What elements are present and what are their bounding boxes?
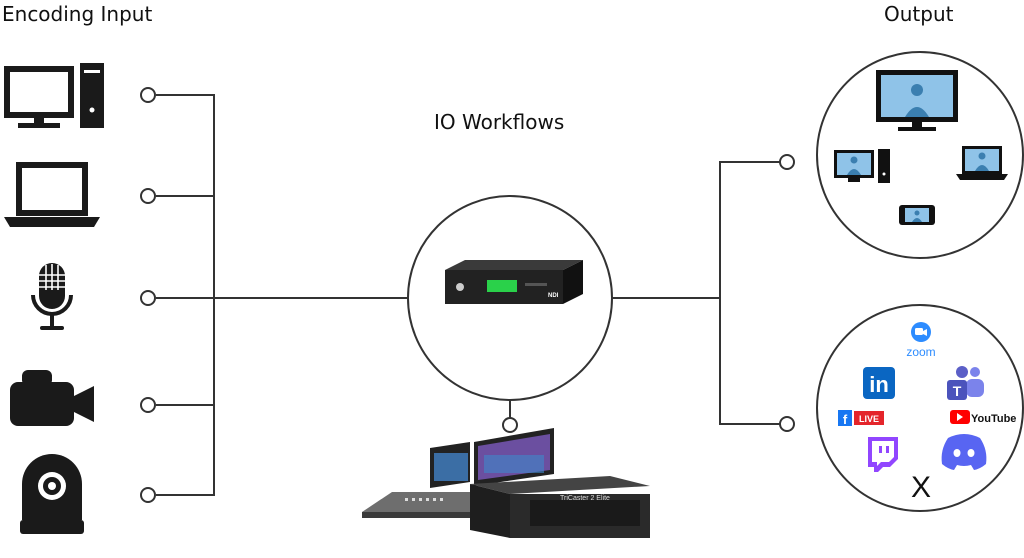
output-phone-icon (899, 205, 935, 225)
video-camera-icon (10, 370, 94, 426)
input-bus-line (156, 94, 215, 496)
x-icon: X (911, 471, 931, 504)
linkedin-label: in (869, 372, 889, 397)
x-label: X (911, 471, 931, 504)
ptz-camera-icon (20, 454, 84, 534)
output-laptop-icon (956, 146, 1008, 180)
zoom-label: zoom (906, 345, 935, 359)
live-label: LIVE (859, 414, 879, 424)
output-desktop-icon (834, 149, 890, 183)
connector-nodes (140, 87, 795, 503)
linkedin-icon: in (863, 367, 895, 399)
output-title: Output (884, 2, 954, 26)
zoom-icon: zoom (906, 322, 936, 359)
desktop-computer-icon (4, 63, 104, 128)
tricaster-switcher-icon: TriCaster 2 Elite (362, 428, 650, 538)
discord-icon (941, 434, 987, 470)
laptop-icon (4, 162, 100, 227)
connection-lines (156, 94, 786, 496)
teams-letter: T (953, 383, 962, 399)
ndi-badge: NDI (548, 293, 559, 299)
ndi-encoder-device-icon: NDI (445, 260, 583, 304)
output-bus-line (719, 161, 786, 425)
output-monitor-icon (876, 70, 958, 131)
twitch-icon (868, 437, 898, 472)
encoding-input-title: Encoding Input (2, 2, 153, 26)
youtube-label: YouTube (971, 413, 1016, 425)
io-workflows-title: IO Workflows (434, 110, 565, 134)
facebook-letter: f (843, 412, 848, 427)
facebook-live-icon: f LIVE (838, 410, 884, 427)
tricaster-label: TriCaster 2 Elite (560, 495, 610, 502)
microphone-icon (31, 263, 73, 330)
teams-icon: T (947, 366, 984, 400)
output-screens-circle (816, 51, 1024, 259)
youtube-icon: YouTube (950, 410, 1016, 425)
